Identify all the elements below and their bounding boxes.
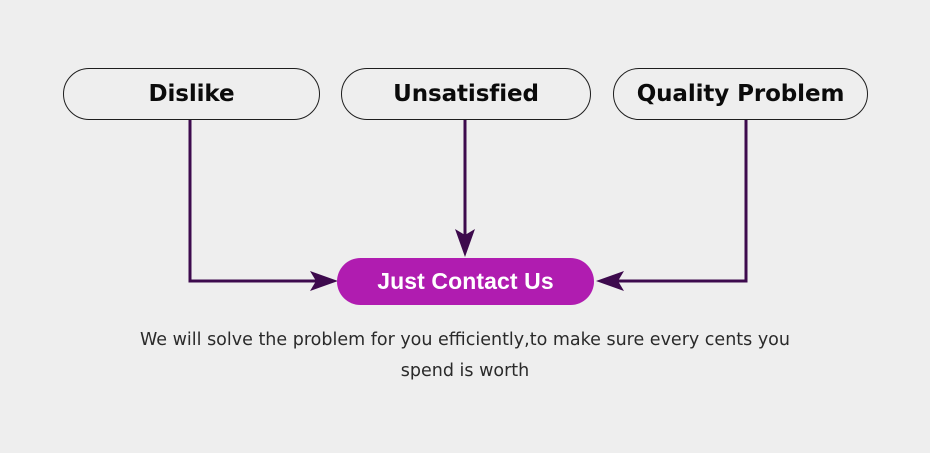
connector-unsatisfied-to-cta [455, 120, 475, 257]
reason-box-dislike[interactable]: Dislike [63, 68, 320, 120]
cta-button-label: Just Contact Us [377, 268, 554, 294]
reason-box-quality-problem[interactable]: Quality Problem [613, 68, 868, 120]
connector-dislike-to-cta [188, 120, 338, 291]
reason-label-dislike: Dislike [148, 81, 235, 107]
caption-text: We will solve the problem for you effici… [140, 330, 790, 381]
connector-quality-to-cta [596, 120, 748, 291]
reason-label-unsatisfied: Unsatisfied [393, 81, 539, 107]
reason-label-quality-problem: Quality Problem [636, 81, 845, 107]
just-contact-us-button[interactable]: Just Contact Us [337, 258, 594, 305]
reason-box-unsatisfied[interactable]: Unsatisfied [341, 68, 591, 120]
